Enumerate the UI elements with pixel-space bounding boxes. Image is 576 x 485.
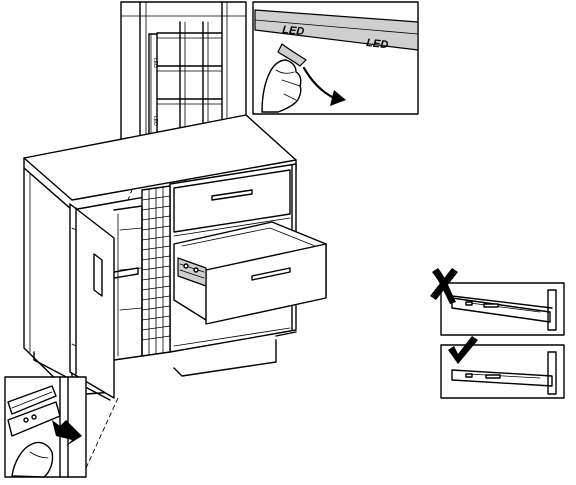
leader-line-bottom	[85, 397, 119, 469]
cabinet-lattice	[141, 185, 171, 357]
push-arrow-icon	[52, 420, 82, 446]
check-icon	[448, 336, 478, 364]
led-label-left: LED	[282, 24, 305, 38]
detail-push-latch-inset	[4, 376, 87, 478]
curved-arrow-icon	[302, 66, 336, 100]
cabinet	[23, 114, 327, 401]
rail-label-top: LED	[152, 58, 158, 68]
peel-tab	[277, 43, 307, 67]
vertical-led-rail	[148, 33, 158, 145]
rail-label-bottom: LED	[152, 116, 158, 126]
open-drawer-handle[interactable]	[251, 267, 291, 281]
finger-icon	[11, 441, 54, 478]
led-strip	[254, 9, 419, 51]
cabinet-left-side	[23, 167, 73, 396]
open-drawer	[173, 221, 327, 325]
open-door	[69, 203, 115, 399]
top-drawer	[173, 169, 291, 233]
detail-correct-slide	[440, 336, 565, 399]
open-drawer-front	[205, 243, 327, 325]
door-handle[interactable]	[93, 253, 103, 297]
slide-rail-correct	[451, 369, 553, 387]
detail-grid-inset: LED LED	[120, 1, 247, 145]
cross-icon	[430, 268, 458, 304]
detail-led-strip-inset: LED LED	[252, 1, 419, 115]
detail-incorrect-slide	[430, 268, 565, 336]
led-label-right: LED	[366, 37, 389, 51]
top-drawer-handle[interactable]	[211, 189, 253, 201]
